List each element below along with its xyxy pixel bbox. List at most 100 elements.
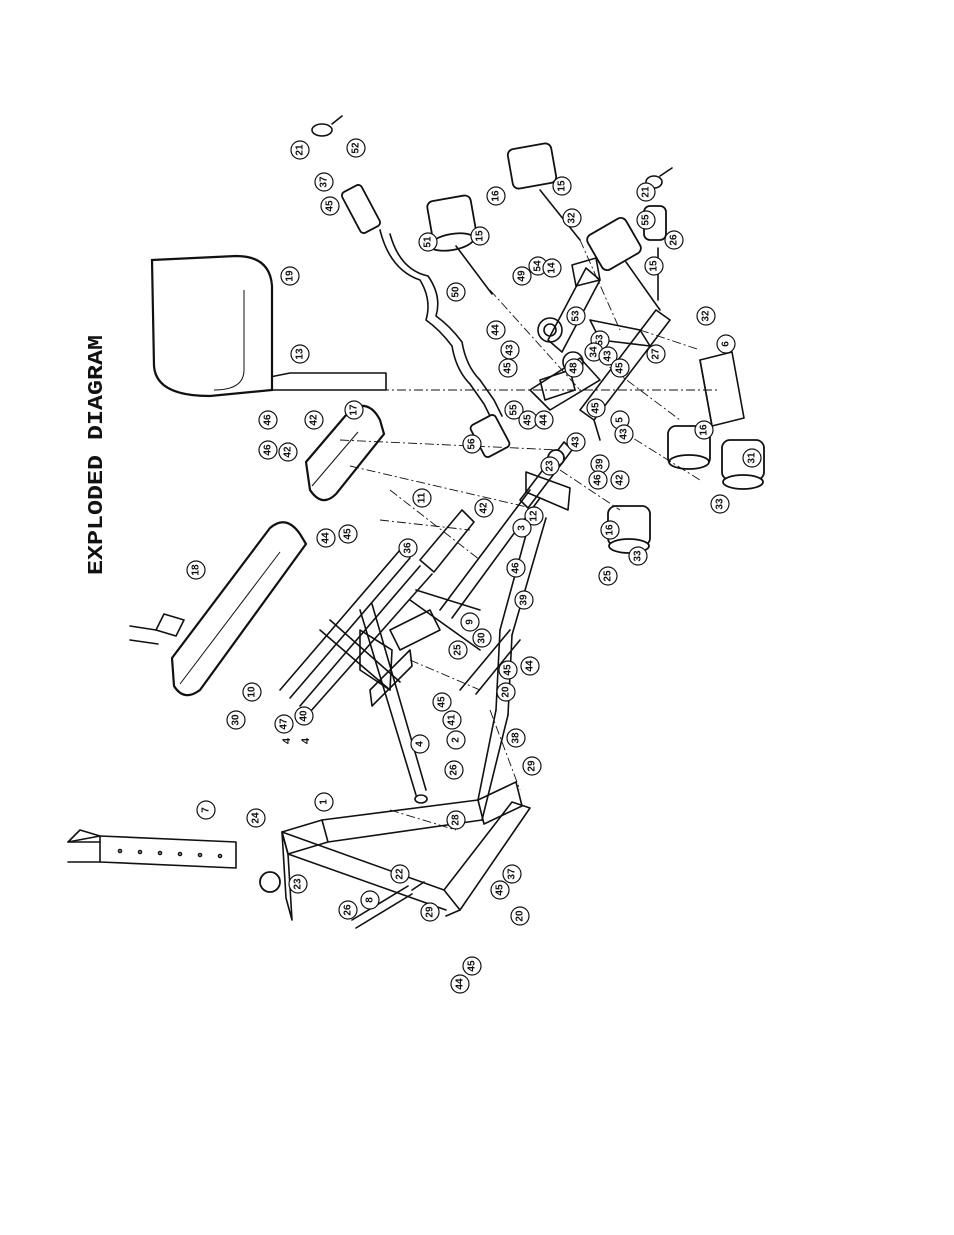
callout-circle	[664, 230, 684, 250]
callout-part-47: 47	[274, 714, 294, 734]
callout-part-46: 46	[506, 558, 526, 578]
callout-label: 31	[747, 452, 758, 464]
callout-circle	[420, 902, 440, 922]
callout-part-2: 2	[446, 730, 466, 750]
quantity-mark-47: 4	[281, 737, 293, 744]
callout-circle	[542, 258, 562, 278]
callout-part-41: 41	[442, 710, 462, 730]
callout-label: 23	[545, 460, 556, 472]
callout-label: 9	[465, 619, 476, 625]
callout-part-50: 50	[446, 282, 466, 302]
callout-label: 44	[525, 660, 536, 672]
callout-label: 34	[589, 346, 600, 358]
callout-part-43: 43	[598, 346, 618, 366]
callout-circle	[320, 196, 340, 216]
callout-circle	[588, 470, 608, 490]
callout-circle	[470, 226, 490, 246]
callout-part-46: 46	[588, 470, 608, 490]
callout-part-3: 3	[512, 518, 532, 538]
diagram-title-text: EXPLODED DIAGRAM	[86, 335, 109, 575]
callout-part-45: 45	[518, 410, 538, 430]
callout-part-36: 36	[398, 538, 418, 558]
callout-part-39: 39	[590, 454, 610, 474]
callout-part-43: 43	[500, 340, 520, 360]
callout-part-16: 16	[486, 186, 506, 206]
callout-part-4: 4	[410, 734, 430, 754]
bench-pad	[170, 521, 308, 697]
callout-circle	[446, 730, 466, 750]
callout-circle	[486, 186, 506, 206]
callout-part-40: 40	[294, 706, 314, 726]
callout-circle	[566, 306, 586, 326]
callout-part-19: 19	[280, 266, 300, 286]
callout-circle	[462, 956, 482, 976]
callout-part-45: 45	[610, 358, 630, 378]
callout-circle	[514, 590, 534, 610]
callout-label: 45	[523, 414, 534, 426]
callout-part-42: 42	[278, 442, 298, 462]
callout-label: 45	[467, 960, 478, 972]
callout-part-10: 10	[242, 682, 262, 702]
callout-circle	[338, 524, 358, 544]
callout-circle	[346, 138, 366, 158]
callout-part-29: 29	[522, 756, 542, 776]
callout-label: 43	[571, 436, 582, 448]
callout-part-25: 25	[598, 566, 618, 586]
callout-circle	[472, 628, 492, 648]
callout-part-56: 56	[462, 434, 482, 454]
callout-label: 3	[517, 525, 528, 531]
callout-label: 42	[479, 502, 490, 514]
callout-label: 21	[295, 144, 306, 156]
callout-circle	[524, 506, 544, 526]
callout-label: 16	[491, 190, 502, 202]
callout-label: 26	[343, 904, 354, 916]
callout-circle	[450, 974, 470, 994]
callout-label: 48	[569, 362, 580, 374]
callout-part-27: 27	[646, 344, 666, 364]
callout-circle	[636, 182, 656, 202]
callout-label: 39	[595, 458, 606, 470]
callout-part-21: 21	[290, 140, 310, 160]
callout-circle	[288, 874, 308, 894]
callout-part-23: 23	[288, 874, 308, 894]
callout-circle	[418, 232, 438, 252]
callout-part-16: 16	[694, 420, 714, 440]
callout-circle	[600, 520, 620, 540]
callout-label: 55	[509, 404, 520, 416]
callout-circle	[360, 890, 380, 910]
callout-label: 30	[231, 714, 242, 726]
callout-part-25: 25	[448, 640, 468, 660]
callout-circle	[412, 488, 432, 508]
callout-circle	[460, 612, 480, 632]
callout-circle	[520, 656, 540, 676]
callout-part-23: 23	[540, 456, 560, 476]
callout-label: 44	[455, 978, 466, 990]
callout-circle	[522, 756, 542, 776]
callout-part-26: 26	[444, 760, 464, 780]
callout-part-20: 20	[496, 682, 516, 702]
callout-part-45: 45	[320, 196, 340, 216]
callout-part-44: 44	[486, 320, 506, 340]
callout-part-44: 44	[450, 974, 470, 994]
callout-label: 43	[505, 344, 516, 356]
callout-label: 23	[293, 878, 304, 890]
quantity-marks: 4 4	[281, 737, 312, 744]
callout-circle	[274, 714, 294, 734]
callout-label: 41	[447, 714, 458, 726]
callout-label: 28	[451, 814, 462, 826]
callout-label: 37	[507, 868, 518, 880]
assembly-lines	[339, 239, 720, 831]
callout-circle	[314, 172, 334, 192]
callout-label: 10	[247, 686, 258, 698]
callout-part-1: 1	[314, 792, 334, 812]
callout-part-18: 18	[186, 560, 206, 580]
callout-part-7: 7	[196, 800, 216, 820]
callout-part-44: 44	[316, 528, 336, 548]
callout-circle	[614, 424, 634, 444]
callout-part-45: 45	[338, 524, 358, 544]
callout-circle	[258, 440, 278, 460]
callout-part-45: 45	[490, 880, 510, 900]
callout-part-55: 55	[504, 400, 524, 420]
callout-circle	[410, 734, 430, 754]
callout-part-8: 8	[360, 890, 380, 910]
